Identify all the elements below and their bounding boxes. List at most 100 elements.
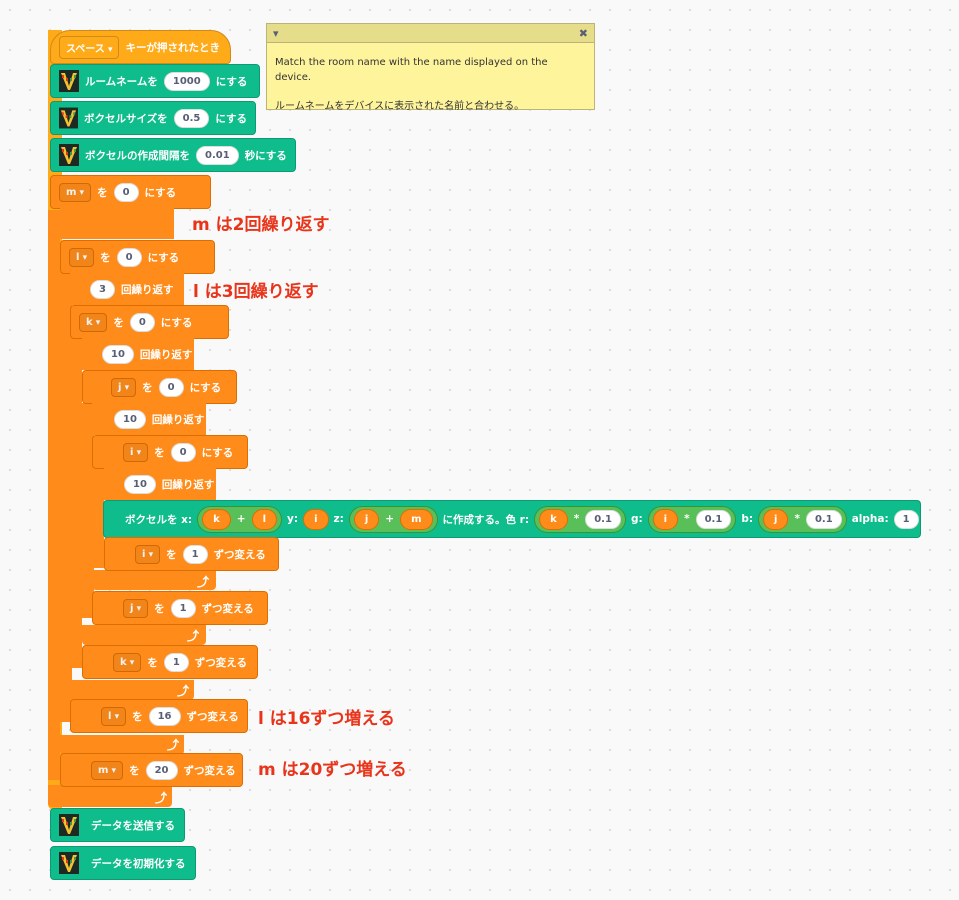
loop-arrow-icon: ⤴ bbox=[187, 629, 200, 643]
block-label: にする bbox=[147, 251, 180, 264]
m-init-input[interactable]: 0 bbox=[113, 182, 139, 202]
j-init-input[interactable]: 0 bbox=[158, 377, 184, 397]
voxelamming-logo-icon bbox=[59, 70, 79, 92]
i-repeat-input[interactable]: 10 bbox=[124, 474, 156, 494]
r-factor-input[interactable]: 0.1 bbox=[585, 509, 621, 529]
k-repeat-input[interactable]: 10 bbox=[102, 344, 134, 364]
change-j-block[interactable]: j を 1 ずつ変える bbox=[92, 591, 268, 625]
repeat-l-block[interactable]: 3 回繰り返す bbox=[60, 272, 184, 306]
l-change-annotation: l は16ずつ増える bbox=[258, 709, 395, 729]
var-dropdown-k[interactable]: k bbox=[113, 652, 142, 672]
reporter-k[interactable]: k bbox=[202, 508, 231, 530]
repeat-j-block[interactable]: 10 回繰り返す bbox=[82, 402, 206, 436]
g-multiply-operator[interactable]: i * 0.1 bbox=[647, 505, 737, 533]
repeat-k-block[interactable]: 10 回繰り返す bbox=[70, 337, 194, 371]
voxel-size-input[interactable]: 0.5 bbox=[173, 108, 210, 128]
block-label: を bbox=[142, 381, 153, 394]
var-dropdown-k[interactable]: k bbox=[79, 312, 108, 332]
change-k-block[interactable]: k を 1 ずつ変える bbox=[82, 645, 258, 679]
set-interval-block[interactable]: ボクセルの作成間隔を 0.01 秒にする bbox=[50, 138, 296, 172]
block-label: ずつ変える bbox=[194, 656, 247, 669]
block-label: ずつ変える bbox=[201, 602, 254, 615]
block-label: y: bbox=[287, 513, 299, 525]
i-change-input[interactable]: 1 bbox=[182, 544, 208, 564]
block-label: に作成する。色 r: bbox=[442, 513, 530, 526]
b-multiply-operator[interactable]: j * 0.1 bbox=[758, 505, 847, 533]
k-change-input[interactable]: 1 bbox=[163, 652, 189, 672]
set-room-name-block[interactable]: ルームネームを 1000 にする bbox=[50, 64, 260, 98]
j-change-input[interactable]: 1 bbox=[170, 598, 196, 618]
block-label: ボクセルの作成間隔を bbox=[85, 149, 190, 162]
reporter-i[interactable]: i bbox=[303, 508, 329, 530]
l-change-input[interactable]: 16 bbox=[148, 706, 181, 726]
operator-symbol: * bbox=[573, 513, 580, 525]
g-factor-input[interactable]: 0.1 bbox=[695, 509, 732, 529]
var-dropdown-j[interactable]: j bbox=[111, 377, 137, 397]
set-j-block[interactable]: j を 0 にする bbox=[82, 370, 237, 404]
block-label: を bbox=[154, 602, 165, 615]
reporter-j[interactable]: j bbox=[353, 508, 380, 530]
interval-input[interactable]: 0.01 bbox=[196, 145, 239, 165]
set-m-block[interactable]: m を 0 にする bbox=[50, 175, 211, 209]
operator-symbol: * bbox=[684, 513, 690, 525]
init-data-block[interactable]: データを初期化する bbox=[50, 846, 196, 880]
block-label: にする bbox=[144, 186, 177, 199]
change-m-block[interactable]: m を 20 ずつ変える bbox=[60, 753, 243, 787]
repeat-l-header bbox=[70, 273, 184, 305]
l-init-input[interactable]: 0 bbox=[116, 247, 142, 267]
block-label: を bbox=[113, 316, 124, 329]
reporter-m[interactable]: m bbox=[400, 508, 433, 530]
repeat-j-header bbox=[92, 403, 206, 435]
create-voxel-block[interactable]: ボクセルを x: k + l y: i z: j + m に作成する。色 r: … bbox=[103, 500, 921, 538]
close-icon[interactable]: ✖ bbox=[578, 26, 588, 40]
b-factor-input[interactable]: 0.1 bbox=[805, 509, 842, 529]
block-label: alpha: bbox=[851, 513, 889, 525]
block-label: を bbox=[132, 710, 143, 723]
var-dropdown-i[interactable]: i bbox=[123, 442, 149, 462]
l-repeat-annotation: l は3回繰り返す bbox=[193, 282, 319, 302]
reporter-k[interactable]: k bbox=[539, 508, 568, 530]
i-init-input[interactable]: 0 bbox=[170, 442, 196, 462]
loop-arrow-icon: ⤴ bbox=[177, 684, 190, 698]
comment-header[interactable]: ▾ ✖ bbox=[267, 24, 594, 43]
var-dropdown-m[interactable]: m bbox=[59, 182, 92, 202]
change-i-block[interactable]: i を 1 ずつ変える bbox=[104, 537, 279, 571]
repeat-i-block[interactable]: 10 回繰り返す bbox=[92, 467, 216, 501]
var-dropdown-i[interactable]: i bbox=[135, 544, 161, 564]
set-voxel-size-block[interactable]: ボクセルサイズを 0.5 にする bbox=[50, 101, 256, 135]
block-label: 回繰り返す bbox=[120, 283, 174, 296]
reporter-l[interactable]: l bbox=[251, 508, 278, 530]
change-l-block[interactable]: l を 16 ずつ変える bbox=[70, 699, 248, 733]
var-dropdown-j[interactable]: j bbox=[123, 598, 149, 618]
alpha-input[interactable]: 1 bbox=[893, 509, 919, 529]
set-i-block[interactable]: i を 0 にする bbox=[92, 435, 248, 469]
m-repeat-annotation: m は2回繰り返す bbox=[192, 215, 330, 235]
room-name-input[interactable]: 1000 bbox=[163, 71, 210, 91]
collapse-icon[interactable]: ▾ bbox=[273, 26, 279, 40]
when-key-pressed-hat[interactable]: スペース キーが押されたとき bbox=[50, 30, 231, 64]
reporter-j[interactable]: j bbox=[763, 508, 789, 530]
block-label: ずつ変える bbox=[213, 548, 266, 561]
var-dropdown-l[interactable]: l bbox=[69, 247, 95, 267]
z-add-operator[interactable]: j + m bbox=[348, 505, 438, 533]
repeat-m-header bbox=[60, 207, 174, 239]
send-data-block[interactable]: データを送信する bbox=[50, 808, 185, 842]
set-k-block[interactable]: k を 0 にする bbox=[70, 305, 229, 339]
var-dropdown-l[interactable]: l bbox=[101, 706, 127, 726]
operator-symbol: + bbox=[385, 513, 395, 525]
comment-note[interactable]: ▾ ✖ Match the room name with the name di… bbox=[266, 23, 595, 112]
loop-arrow-icon: ⤴ bbox=[155, 791, 168, 805]
x-add-operator[interactable]: k + l bbox=[197, 505, 283, 533]
key-dropdown[interactable]: スペース bbox=[59, 35, 120, 59]
l-repeat-input[interactable]: 3 bbox=[90, 279, 115, 299]
m-change-input[interactable]: 20 bbox=[145, 760, 178, 780]
block-label: にする bbox=[160, 316, 193, 329]
block-label: ずつ変える bbox=[186, 710, 239, 723]
set-l-block[interactable]: l を 0 にする bbox=[60, 240, 215, 274]
j-repeat-input[interactable]: 10 bbox=[114, 409, 146, 429]
var-dropdown-m[interactable]: m bbox=[91, 760, 124, 780]
comment-line-ja: ルームネームをデバイスに表示された名前と合わせる。 bbox=[275, 101, 525, 112]
k-init-input[interactable]: 0 bbox=[129, 312, 155, 332]
r-multiply-operator[interactable]: k * 0.1 bbox=[534, 505, 626, 533]
reporter-i[interactable]: i bbox=[652, 508, 679, 530]
